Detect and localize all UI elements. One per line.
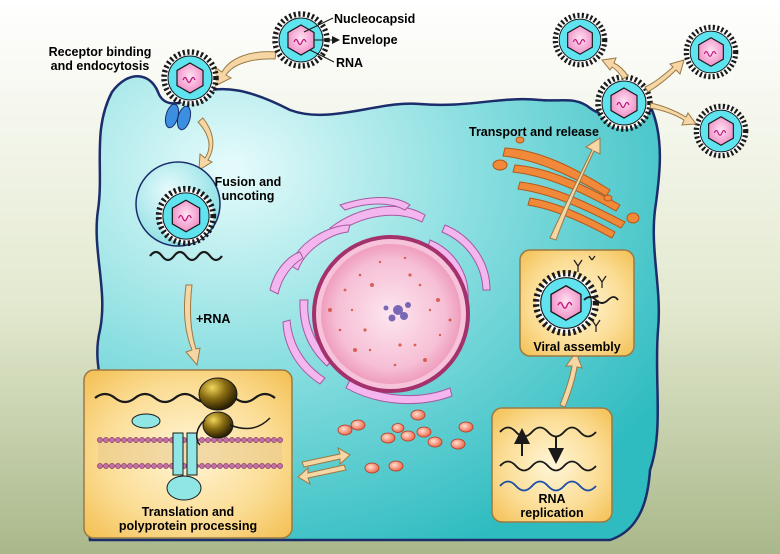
lipid-head	[115, 463, 121, 469]
lipid-head	[265, 437, 271, 443]
lipid-head	[199, 463, 205, 469]
lipid-head	[157, 463, 163, 469]
lipid-head	[121, 463, 127, 469]
lipid-head	[109, 437, 115, 443]
lipid-head	[247, 437, 253, 443]
label-rna: RNA	[336, 56, 364, 70]
release-arrows	[601, 57, 697, 126]
binding-virion	[164, 52, 216, 104]
lipid-head	[139, 463, 145, 469]
lipid-head	[277, 437, 283, 443]
plus-rna-strand	[149, 250, 223, 262]
lipid-head	[115, 437, 121, 443]
lipid-head	[127, 437, 133, 443]
label-translation-line1: Translation and	[141, 505, 235, 519]
label-receptor-binding: Receptor binding and endocytosis	[40, 45, 160, 73]
entry-arrow	[214, 51, 277, 87]
lipid-head	[253, 437, 259, 443]
exchange-arrow	[297, 446, 351, 486]
lipid-head	[103, 463, 109, 469]
lipid-head	[205, 437, 211, 443]
lipid-head	[259, 463, 265, 469]
lipid-head	[205, 463, 211, 469]
lipid-head	[217, 463, 223, 469]
lipid-head	[271, 437, 277, 443]
lipid-head	[241, 437, 247, 443]
label-nucleocapsid: Nucleocapsid	[334, 12, 416, 26]
viral-assembly-panel	[519, 249, 635, 357]
label-rna-replication: RNA replication	[492, 492, 612, 520]
label-receptor-binding-line2: and endocytosis	[50, 59, 150, 73]
lipid-head	[151, 463, 157, 469]
lipid-head	[253, 463, 259, 469]
lipid-head	[145, 437, 151, 443]
label-rna-replication-line1: RNA	[538, 492, 566, 506]
lipid-head	[241, 463, 247, 469]
lipid-head	[133, 437, 139, 443]
label-envelope: Envelope	[342, 33, 398, 47]
lipid-head	[223, 463, 229, 469]
lipid-head	[223, 437, 229, 443]
lipid-head	[103, 437, 109, 443]
label-plus-rna: +RNA	[196, 312, 231, 326]
label-rna-replication-line2: replication	[520, 506, 584, 520]
legend-virion	[275, 14, 340, 66]
lipid-head	[157, 437, 163, 443]
polyprotein-particles	[337, 409, 474, 474]
endocytosis-arrow	[197, 117, 214, 171]
lipid-head	[163, 437, 169, 443]
lipid-head	[211, 463, 217, 469]
translation-panel	[83, 369, 293, 539]
lipid-head	[97, 437, 103, 443]
rna-replication-panel	[491, 407, 613, 523]
label-translation: Translation and polyprotein processing	[84, 505, 292, 533]
label-fusion: Fusion and uncoting	[208, 175, 288, 203]
label-translation-line2: polyprotein processing	[118, 519, 258, 533]
lipid-head	[97, 463, 103, 469]
translation-arrow	[183, 284, 201, 367]
lipid-head	[247, 463, 253, 469]
lipid-head	[229, 437, 235, 443]
lipid-head	[139, 437, 145, 443]
label-viral-assembly: Viral assembly	[533, 340, 621, 354]
lipid-head	[151, 437, 157, 443]
lipid-head	[199, 437, 205, 443]
lipid-head	[133, 463, 139, 469]
lipid-head	[235, 463, 241, 469]
golgi-apparatus	[492, 136, 640, 239]
label-transport-release: Transport and release	[469, 125, 599, 139]
lipid-head	[121, 437, 127, 443]
transport-arrow	[549, 137, 601, 241]
lipid-head	[277, 463, 283, 469]
lipid-head	[265, 463, 271, 469]
label-receptor-binding-line1: Receptor binding	[48, 45, 152, 59]
lipid-head	[271, 463, 277, 469]
lipid-head	[229, 463, 235, 469]
label-fusion-line2: uncoting	[221, 189, 275, 203]
lipid-head	[235, 437, 241, 443]
lipid-head	[163, 463, 169, 469]
lipid-head	[259, 437, 265, 443]
nucleus	[312, 235, 470, 393]
endosome-vesicle	[135, 161, 221, 247]
label-fusion-line1: Fusion and	[214, 175, 282, 189]
lipid-head	[145, 463, 151, 469]
assembly-arrow	[559, 350, 583, 408]
lipid-head	[109, 463, 115, 469]
lipid-head	[127, 463, 133, 469]
